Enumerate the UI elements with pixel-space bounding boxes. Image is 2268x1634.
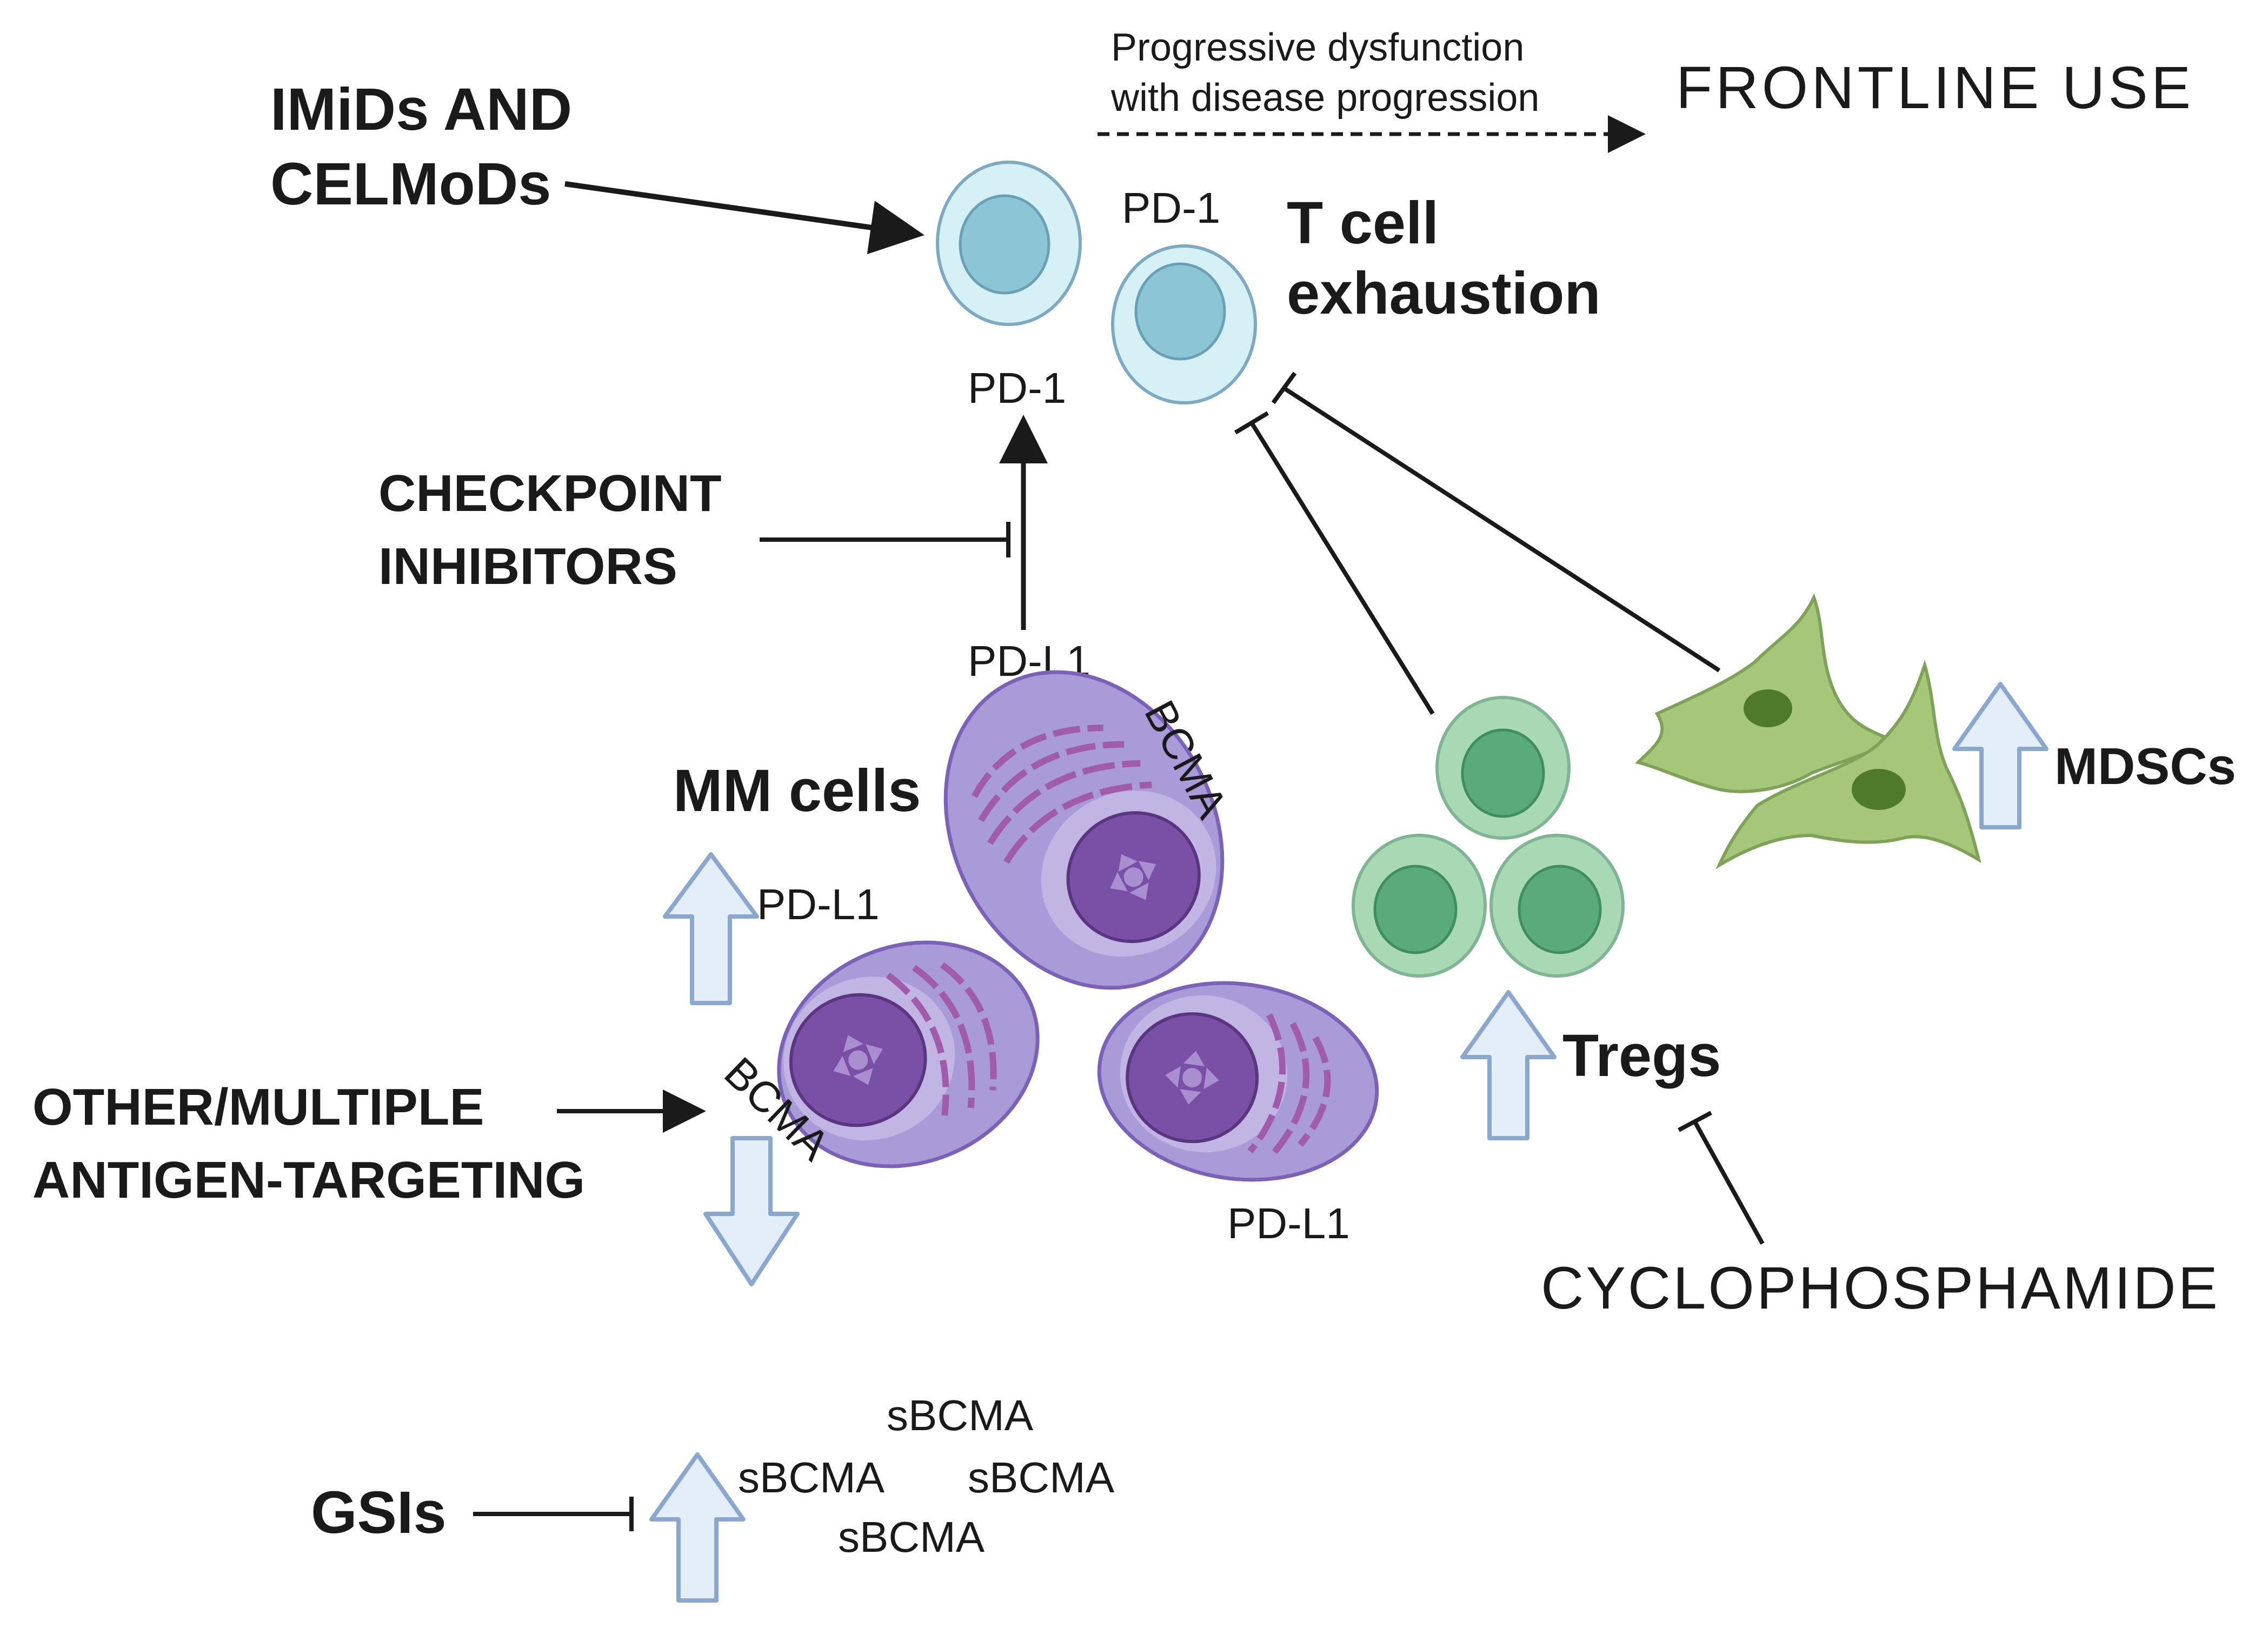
pd1-label-top: PD-1 bbox=[1122, 184, 1220, 232]
other-targeting-label-line1: OTHER/MULTIPLE bbox=[32, 1078, 484, 1136]
imids-label-line2: CELMoDs bbox=[270, 151, 551, 217]
up-arrow-icon-mm bbox=[663, 852, 759, 1005]
sbcma-label: sBCMA bbox=[968, 1453, 1115, 1502]
pd1-label-left: PD-1 bbox=[968, 364, 1066, 412]
checkpoint-label-line2: INHIBITORS bbox=[378, 537, 677, 595]
up-arrow-icon-mdscs bbox=[1952, 682, 2048, 829]
mm-cells-label: MM cells bbox=[673, 758, 921, 824]
imids-label-line1: IMiDs AND bbox=[270, 76, 572, 143]
sbcma-label: sBCMA bbox=[738, 1453, 885, 1502]
treg-cell-icon bbox=[1352, 834, 1487, 978]
up-arrow-icon-tregs bbox=[1460, 990, 1557, 1140]
frontline-use-label: FRONTLINE USE bbox=[1676, 55, 2194, 121]
mdsc-inhibition-line bbox=[1282, 386, 1721, 673]
treg-cell-icon bbox=[1489, 834, 1625, 978]
mm-cell-icon-left bbox=[777, 940, 1040, 1168]
t-cell-exhaustion-line1: T cell bbox=[1287, 190, 1439, 256]
mm-cell-icon-top bbox=[943, 670, 1225, 990]
treg-inhibition-bar bbox=[1234, 411, 1269, 435]
t-cell-exhaustion-line2: exhaustion bbox=[1287, 260, 1601, 327]
tregs-label: Tregs bbox=[1562, 1022, 1721, 1089]
checkpoint-label-line1: CHECKPOINT bbox=[378, 464, 722, 522]
mm-cell-icon-right bbox=[1097, 981, 1379, 1182]
pdl1-label-left: PD-L1 bbox=[757, 880, 880, 928]
treg-inhibition-line bbox=[1249, 421, 1435, 715]
gsis-label: GSIs bbox=[311, 1479, 447, 1546]
mdscs-label: MDSCs bbox=[2054, 738, 2236, 795]
progressive-label-line2: with disease progression bbox=[1110, 76, 1539, 119]
pdl1-label-bottom: PD-L1 bbox=[1227, 1199, 1350, 1247]
sbcma-label: sBCMA bbox=[887, 1391, 1034, 1439]
sbcma-label: sBCMA bbox=[838, 1513, 985, 1561]
mdsc-cell-icon bbox=[1715, 659, 1981, 869]
cyclophosphamide-label: CYCLOPHOSPHAMIDE bbox=[1541, 1255, 2220, 1321]
down-arrow-icon-mm bbox=[703, 1136, 800, 1286]
t-cell-icon bbox=[936, 161, 1082, 326]
mdsc-inhibition-bar bbox=[1271, 371, 1297, 404]
cyclophosphamide-inhibition-line bbox=[1693, 1121, 1765, 1245]
t-cell-icon-exhausted bbox=[1111, 244, 1257, 404]
up-arrow-icon-sbcma bbox=[649, 1452, 746, 1603]
treg-cell-icon bbox=[1435, 696, 1571, 840]
progressive-label-line1: Progressive dysfunction bbox=[1111, 26, 1524, 69]
cyclophosphamide-inhibition-bar bbox=[1678, 1111, 1712, 1132]
imids-arrow bbox=[564, 181, 925, 255]
other-targeting-label-line2: ANTIGEN-TARGETING bbox=[32, 1151, 585, 1209]
